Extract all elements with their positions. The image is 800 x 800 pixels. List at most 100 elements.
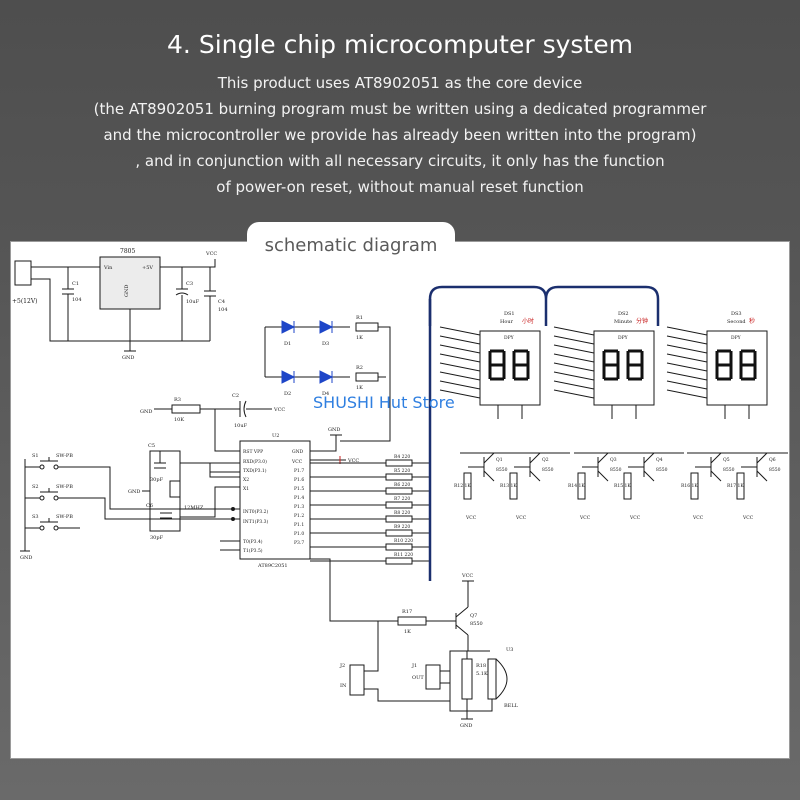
segment-digit (488, 349, 506, 381)
transistor-emitter (643, 470, 655, 482)
transistor-label: Q6 (769, 457, 776, 463)
transistor-label: Q5 (723, 457, 730, 463)
mcu-pin-r10: P1.0 (294, 531, 304, 537)
transistor-value: 8550 (723, 467, 735, 473)
transistor-emitter (710, 470, 722, 482)
transistor-emitter (597, 470, 609, 482)
display-segment-wire (666, 335, 708, 345)
description-line-1: This product uses AT8902051 as the core … (217, 74, 583, 92)
bank-resistor-label: R4 220 (394, 454, 410, 460)
display-segment-wire (439, 389, 481, 399)
vcc-label-3: VCC (347, 458, 359, 464)
driver-vcc-label: VCC (579, 515, 591, 521)
base-resistor (577, 472, 586, 500)
regulator-label: 7805 (120, 248, 135, 255)
mcu-pin-l7: INT1(P3.3) (243, 518, 269, 525)
mcu-pin-r9: P1.1 (294, 522, 304, 528)
switch-s1: S1 SW-PB (25, 453, 80, 470)
c3-value: 10uF (186, 299, 200, 305)
display-segment-wire (439, 344, 481, 354)
connector-j1 (425, 664, 441, 690)
r18-value: 5.1K (476, 671, 488, 677)
r3-value: 10K (174, 417, 184, 423)
bank-resistor (385, 543, 413, 551)
j2-label: J2 (339, 663, 345, 669)
q7-label: Q7 (470, 613, 477, 619)
bank-resistor (385, 557, 413, 565)
transistor-label: Q1 (496, 457, 503, 463)
mcu-pin-l4: X2 (243, 477, 249, 483)
display-body (706, 330, 768, 406)
c1-value: 104 (72, 297, 82, 303)
r17-label: R17 (402, 609, 412, 615)
display-segment-wire (439, 353, 481, 363)
gnd-label-1: GND (122, 355, 134, 361)
segment-digit (739, 349, 757, 381)
display-cn-label: 分钟 (636, 317, 648, 325)
resistor-r17 (397, 616, 427, 626)
connector-j2 (349, 664, 365, 696)
led-d1 (281, 320, 296, 334)
transistor-value: 8550 (656, 467, 668, 473)
r3-label: R3 (174, 397, 181, 403)
display-ref: DPY (731, 335, 742, 341)
section-title: 4. Single chip microcomputer system (167, 30, 633, 59)
bank-resistor (385, 473, 413, 481)
buzzer-speaker (495, 658, 508, 700)
resistor-r1 (355, 322, 379, 332)
base-resistor (463, 472, 472, 500)
out-label: OUT (412, 675, 424, 681)
description-line-4: , and in conjunction with all necessary … (135, 152, 665, 170)
display-segment-wire (666, 389, 708, 399)
s3-label: S3 (32, 514, 39, 520)
switch-s3: S3 SW-PB (25, 514, 80, 531)
base-resistor (623, 472, 632, 500)
display-bus (428, 285, 660, 581)
c6-value: 30pF (150, 535, 164, 541)
transistor-collector (529, 452, 541, 464)
bank-resistor (385, 487, 413, 495)
dc-input-label: +5(12V) (12, 298, 38, 305)
mcu-tag: U2 (272, 433, 279, 439)
mcu-pin-r6: P1.4 (294, 495, 304, 501)
display-name: Second (727, 319, 746, 325)
segment-digit (512, 349, 530, 381)
led-d4 (319, 370, 334, 384)
r1-value: 1K (356, 335, 363, 341)
transistor-label: Q2 (542, 457, 549, 463)
display-tag: DS2 (618, 311, 629, 317)
d3-label: D3 (322, 341, 329, 347)
transistor-collector (756, 452, 768, 464)
gnd-label-3: GND (128, 489, 140, 495)
d1-label: D1 (284, 341, 291, 347)
display-segment-wire (439, 362, 481, 372)
bank-resistor (385, 501, 413, 509)
base-resistor-label: R15 1K (614, 483, 631, 489)
base-resistor (509, 472, 518, 500)
r2-value: 1K (356, 385, 363, 391)
c3-label: C3 (186, 281, 193, 287)
bell-label: BELL (504, 703, 519, 709)
base-resistor-label: R17 1K (727, 483, 744, 489)
mcu-pin-l9: T1(P3.5) (243, 547, 263, 554)
display-segment-wire (439, 380, 481, 390)
transistor-collector (483, 452, 495, 464)
driver-vcc-label: VCC (465, 515, 477, 521)
transistor-collector (710, 452, 722, 464)
crystal-label: 12MHZ (184, 505, 204, 511)
transistor-collector (597, 452, 609, 464)
mcu-pin-r3: P1.7 (294, 468, 304, 474)
mcu-pin-l3: TXD(P3.1) (243, 467, 267, 474)
segment-digit (715, 349, 733, 381)
c6-label: C6 (146, 503, 153, 509)
mcu-pin-l1: RST VPP (243, 449, 263, 455)
d4-label: D4 (322, 391, 329, 397)
